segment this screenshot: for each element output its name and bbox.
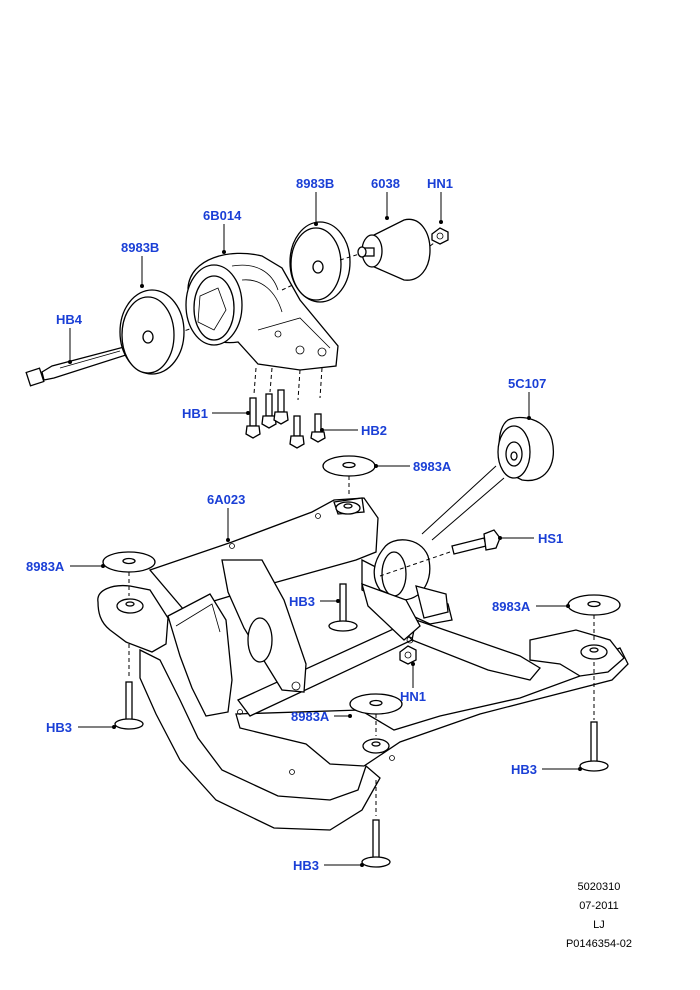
nut-hn1-top [431, 227, 449, 245]
label-hb3-left: HB3 [46, 720, 72, 735]
label-hb3-right: HB3 [511, 762, 537, 777]
bolts-hb2 [289, 413, 326, 449]
label-8983b-top: 8983B [296, 176, 334, 191]
part-labels: 8983B 6038 HN1 6B014 8983B HB4 HB1 HB2 5… [26, 176, 563, 873]
label-hb2: HB2 [361, 423, 387, 438]
label-8983b-left: 8983B [121, 240, 159, 255]
bolt-hb3-left [114, 681, 144, 730]
label-8983a-right: 8983A [492, 599, 531, 614]
label-hb3-mid: HB3 [289, 594, 315, 609]
washer-8983a-lower [349, 693, 403, 715]
label-6a023: 6A023 [207, 492, 245, 507]
bolts-hb1 [245, 389, 289, 439]
label-8983a-mid: 8983A [413, 459, 452, 474]
washer-8983a-left [102, 551, 156, 573]
bolt-hb3-bottom [361, 819, 391, 868]
mount-6b014 [185, 252, 339, 371]
engine-mount-assembly [25, 218, 449, 449]
label-6038: 6038 [371, 176, 400, 191]
bolt-hb3-mid [328, 583, 358, 632]
bolt-hb3-right [579, 721, 609, 772]
label-hb3-bottom: HB3 [293, 858, 319, 873]
label-8983a-lower: 8983A [291, 709, 330, 724]
nut-hn1-mid [399, 645, 417, 665]
bushing-5c107 [497, 416, 554, 482]
drawing-reference-number: P0146354-02 [565, 938, 632, 950]
label-6b014: 6B014 [203, 208, 242, 223]
drawing-code: 5020310 [577, 881, 621, 893]
label-8983a-left: 8983A [26, 559, 65, 574]
label-5c107: 5C107 [508, 376, 546, 391]
washer-8983a-right [567, 594, 621, 616]
drawing-reference-block: 5020310 07-2011 LJ P0146354-02 [566, 878, 632, 954]
bolt-hb4 [25, 346, 127, 387]
washer-8983a-mid [322, 455, 376, 477]
label-hb4: HB4 [56, 312, 83, 327]
drawing-initials: LJ [593, 919, 605, 931]
subframe-6a023 [97, 497, 629, 831]
label-hb1: HB1 [182, 406, 208, 421]
washer-8983b-left [119, 289, 185, 375]
washer-8983b-right [289, 221, 351, 303]
label-hn1-mid: HN1 [400, 689, 426, 704]
label-hn1-top: HN1 [427, 176, 453, 191]
bushing-6038 [357, 218, 431, 281]
drawing-date: 07-2011 [579, 900, 619, 912]
bolt-hs1 [451, 529, 501, 555]
leader-lines [68, 192, 582, 867]
label-hs1: HS1 [538, 531, 563, 546]
